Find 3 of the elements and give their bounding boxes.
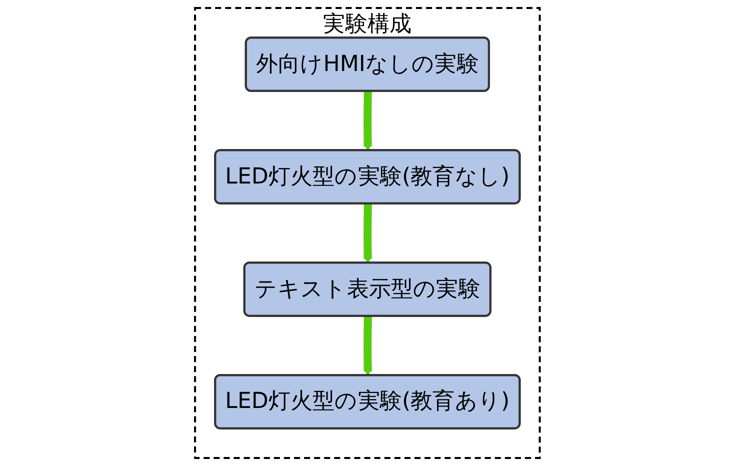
arrow (362, 204, 372, 264)
arrow (362, 316, 372, 376)
arrow (362, 91, 372, 152)
